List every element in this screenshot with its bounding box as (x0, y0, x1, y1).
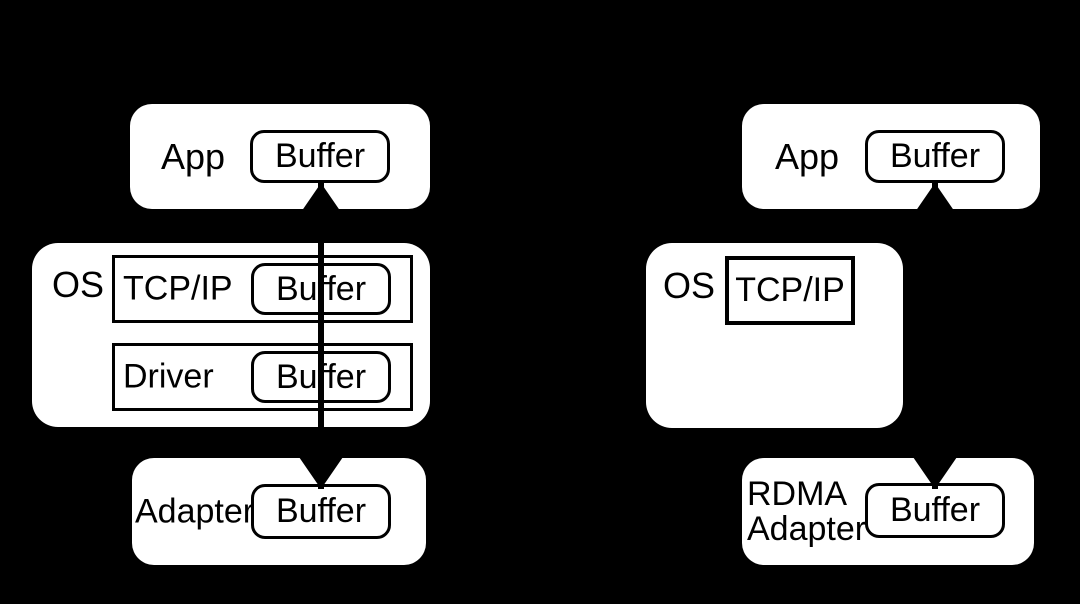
left-tcpip-label: TCP/IP (123, 269, 233, 308)
right-tcpip-label: TCP/IP (735, 271, 845, 309)
left-adapter-buffer-box: Buffer (251, 484, 391, 539)
left-app-label: App (161, 135, 226, 177)
right-rdma-buffer-box: Buffer (865, 483, 1005, 538)
right-os-label: OS (663, 265, 716, 306)
left-os-box: OS TCP/IP Buffer Driver Buffer (32, 243, 430, 427)
left-adapter-label: Adapter (135, 492, 255, 530)
left-tcpip-layer: TCP/IP Buffer (112, 255, 413, 323)
left-arrow-up-icon (299, 183, 343, 215)
right-app-buffer-box: Buffer (865, 130, 1005, 183)
right-app-label: App (775, 135, 840, 177)
right-tcpip-layer: TCP/IP (725, 256, 855, 325)
left-app-box: App Buffer (130, 104, 430, 209)
left-adapter-buffer-label: Buffer (275, 492, 367, 530)
left-arrow-down-icon (299, 457, 343, 489)
right-rdma-adapter-label: RDMA Adapter (747, 474, 867, 548)
right-app-buffer-label: Buffer (889, 137, 981, 175)
right-rdma-adapter-box: RDMA Adapter Buffer (742, 458, 1034, 565)
right-arrow-down-icon (913, 457, 957, 489)
right-direct-path-line (932, 183, 938, 489)
left-driver-layer: Driver Buffer (112, 343, 413, 411)
right-arrow-up-icon (913, 183, 957, 215)
left-copy-path-line (318, 183, 324, 489)
left-app-buffer-box: Buffer (250, 130, 390, 183)
left-app-buffer-label: Buffer (274, 137, 366, 175)
left-driver-label: Driver (123, 357, 214, 396)
left-adapter-box: Adapter Buffer (132, 458, 426, 565)
right-app-box: App Buffer (742, 104, 1040, 209)
left-os-label: OS (52, 264, 105, 305)
right-rdma-buffer-label: Buffer (889, 491, 981, 529)
right-os-box: OS TCP/IP (646, 243, 903, 428)
